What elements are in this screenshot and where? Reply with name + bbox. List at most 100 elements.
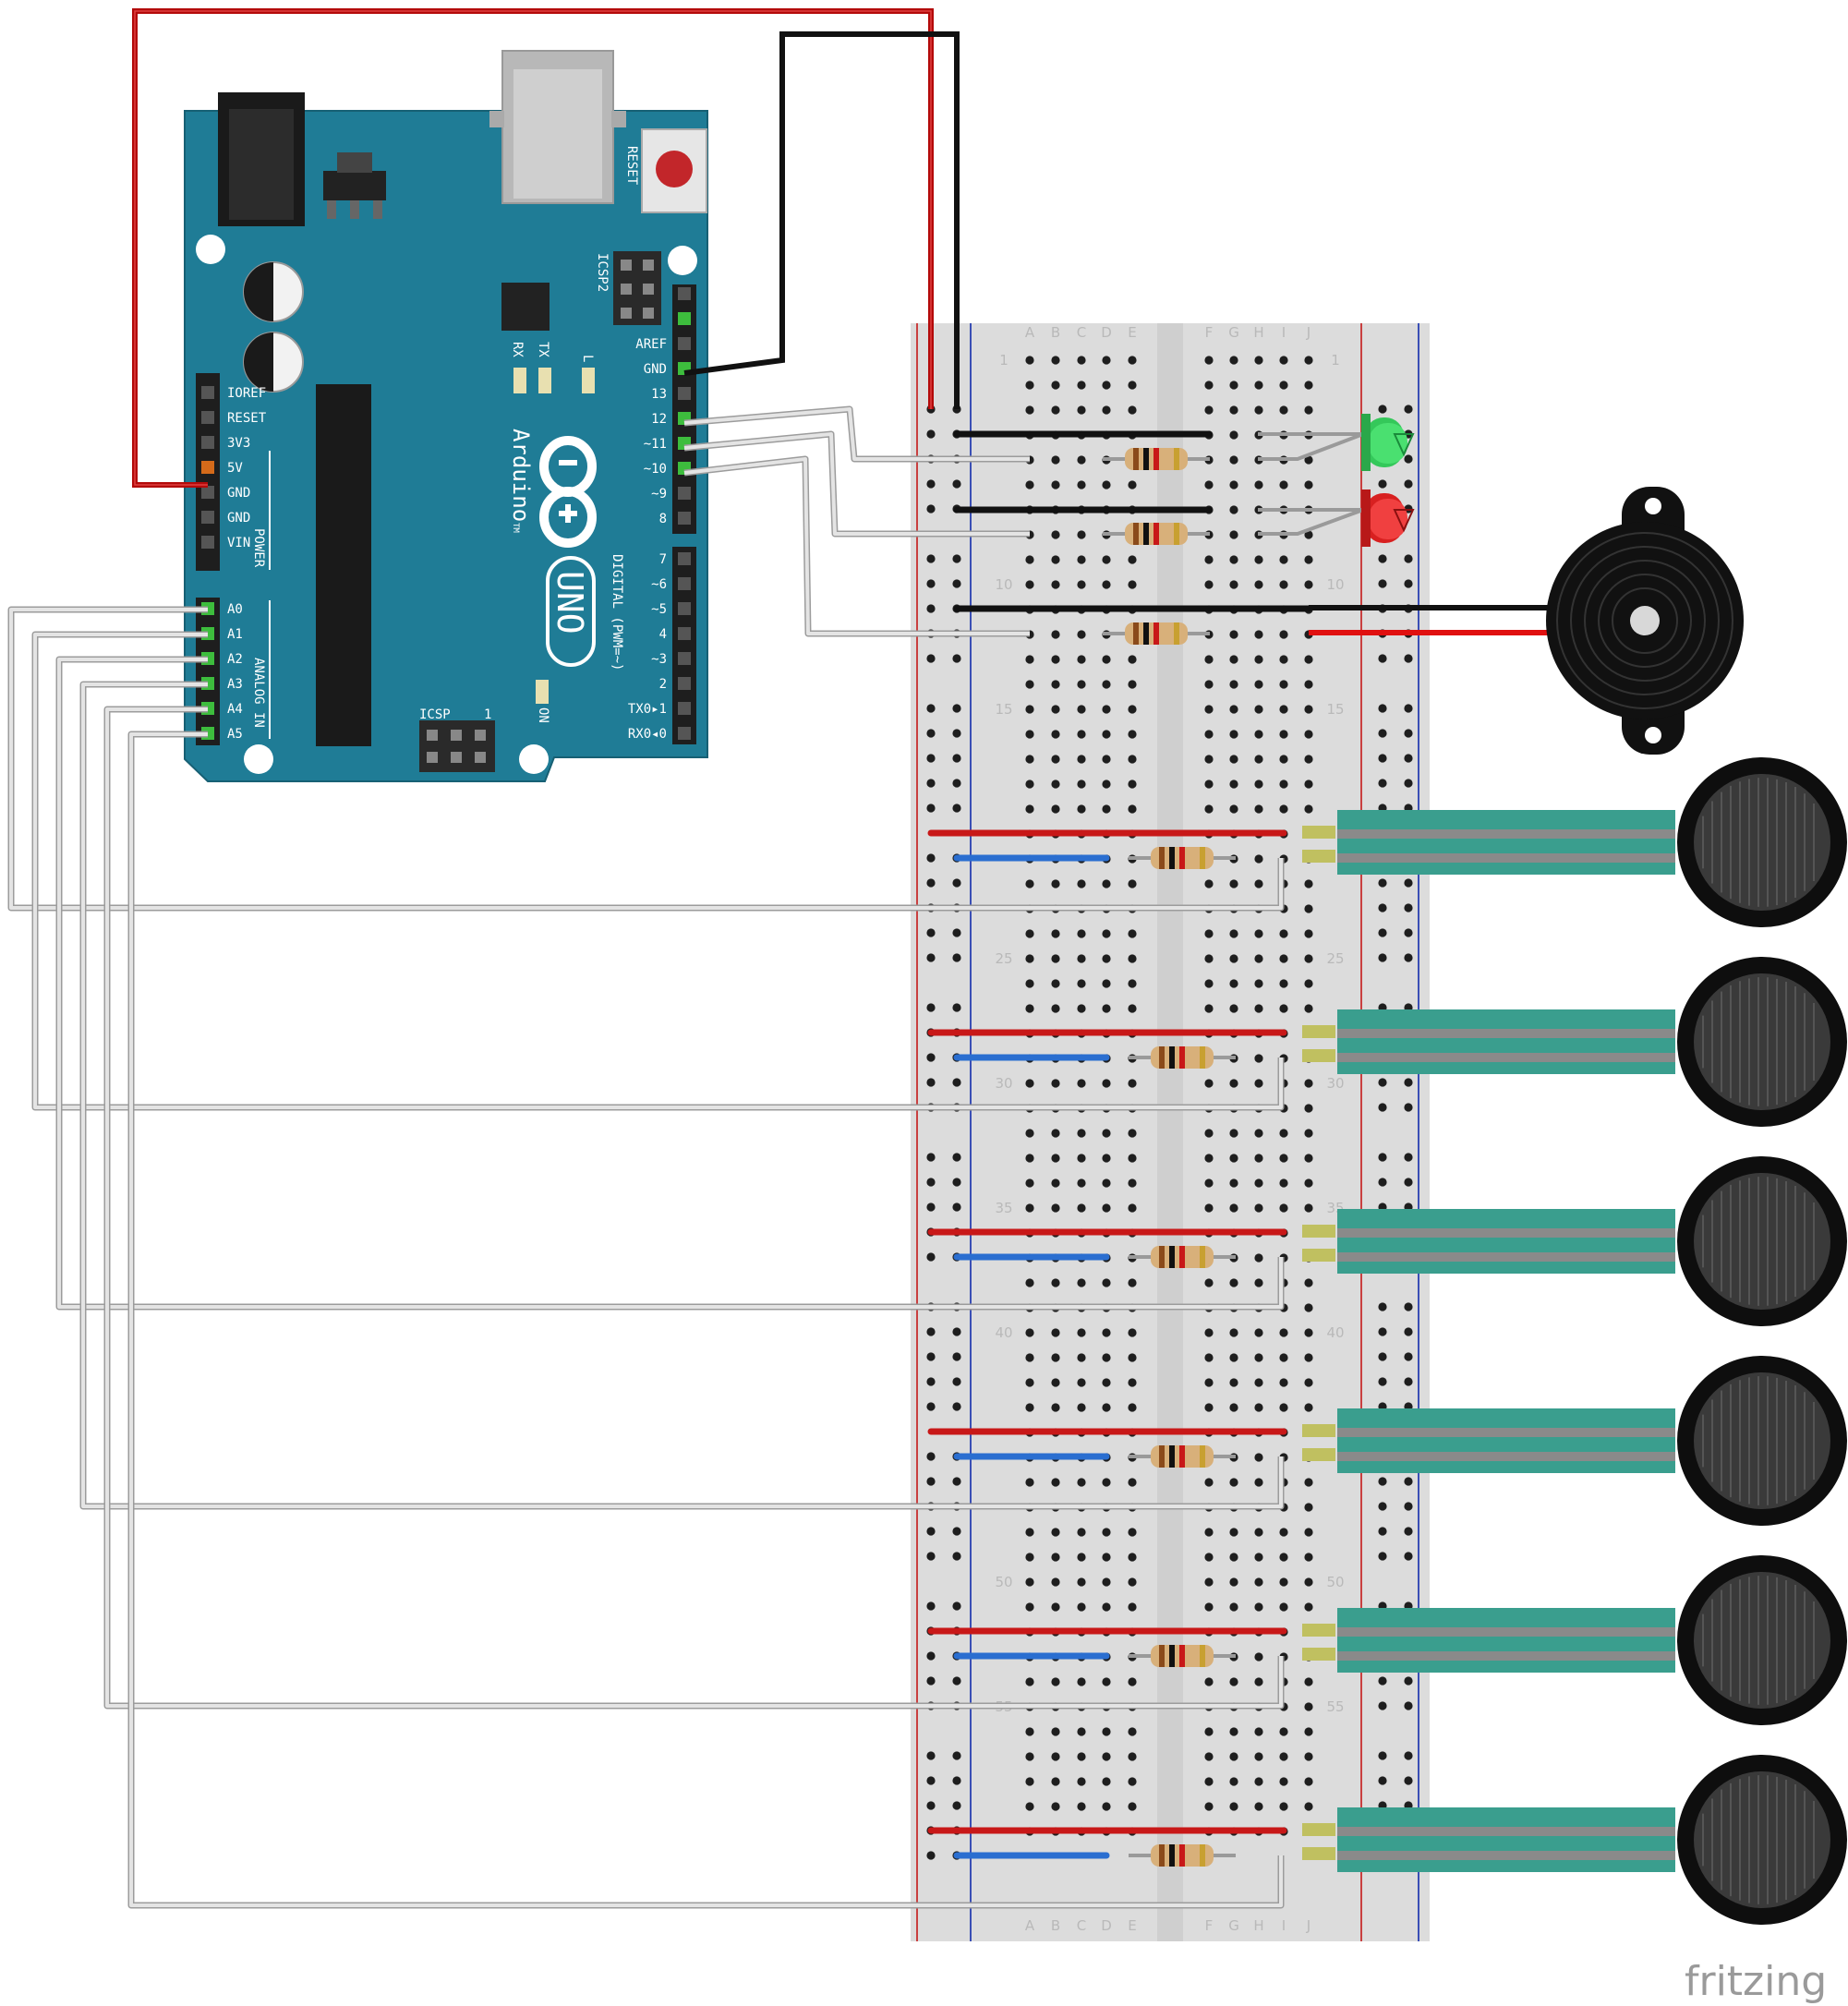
signal-wire-core (33, 633, 1283, 1109)
breadboard-hole (1102, 705, 1111, 714)
rail-hole (1378, 1527, 1387, 1536)
fritzing-logo-text: fritzing (1685, 1958, 1827, 2005)
row-label: 1 (999, 352, 1009, 369)
resistor-band (1159, 1645, 1165, 1667)
breadboard-hole (1279, 1403, 1288, 1412)
column-label: B (1051, 324, 1060, 341)
breadboard-hole (1128, 954, 1137, 963)
breadboard-hole (1077, 530, 1086, 539)
breadboard-hole (1229, 755, 1238, 764)
breadboard-hole (1128, 1677, 1137, 1686)
fsr-tail (1337, 1209, 1675, 1274)
breadboard-hole (1254, 1353, 1263, 1362)
breadboard-hole (1254, 730, 1263, 739)
breadboard-hole (1304, 530, 1313, 539)
column-label: G (1228, 1917, 1239, 1934)
breadboard-hole (1102, 381, 1111, 390)
resistor-band (1143, 523, 1149, 545)
column-label: A (1025, 324, 1035, 341)
breadboard-hole (1279, 580, 1288, 589)
breadboard-hole (1025, 1777, 1034, 1786)
breadboard-hole (1102, 580, 1111, 589)
breadboard-hole (1051, 1129, 1060, 1138)
breadboard-hole (1077, 1378, 1086, 1387)
breadboard-hole (1051, 655, 1060, 664)
breadboard-hole (1204, 381, 1214, 390)
breadboard-hole (1304, 954, 1313, 963)
breadboard-hole (1254, 1154, 1263, 1163)
breadboard-hole (1254, 655, 1263, 664)
resistor-band (1133, 448, 1139, 470)
breadboard-hole (1229, 580, 1238, 589)
breadboard-hole (1304, 1004, 1313, 1013)
breadboard-hole (1025, 655, 1034, 664)
breadboard-hole (1102, 804, 1111, 814)
fsr-trace (1337, 1651, 1675, 1661)
fsr-sensing-area (1694, 774, 1830, 911)
signal-wire-core (683, 457, 1030, 635)
breadboard-hole (1304, 1727, 1313, 1736)
breadboard-hole (1051, 1353, 1060, 1362)
rail-hole (1378, 729, 1387, 738)
digital-pin (678, 677, 691, 690)
breadboard-hole (1204, 680, 1214, 689)
rail-hole (952, 579, 961, 588)
resistor-band (1174, 523, 1179, 545)
breadboard-hole (1102, 779, 1111, 789)
breadboard-hole (1229, 1328, 1238, 1337)
breadboard-hole (1229, 630, 1238, 639)
fsr-lead (1302, 826, 1335, 839)
on-led (536, 680, 549, 704)
digital-pin (678, 627, 691, 640)
breadboard-hole (1204, 1004, 1214, 1013)
breadboard-hole (1204, 1129, 1214, 1138)
rail-hole (926, 1452, 936, 1461)
resistor-band (1159, 1445, 1165, 1468)
rail-hole (1378, 779, 1387, 788)
signal-wire-core (683, 432, 1030, 536)
breadboard-hole (1229, 1752, 1238, 1761)
column-label: C (1077, 1917, 1086, 1934)
rail-hole (926, 1178, 936, 1187)
fsr-trace (1337, 1029, 1675, 1038)
breadboard-hole (1204, 1154, 1214, 1163)
arduino-brand-text: Arduino (508, 429, 534, 522)
fsr-lead (1302, 1225, 1335, 1238)
fsr-sensing-area (1694, 1771, 1830, 1908)
column-label: E (1128, 1917, 1136, 1934)
breadboard-hole (1025, 1403, 1034, 1412)
breadboard-hole (1102, 1528, 1111, 1537)
rail-hole (1378, 405, 1387, 414)
resistor-band (1169, 1645, 1175, 1667)
rail-hole (926, 1776, 936, 1785)
breadboard-hole (1304, 730, 1313, 739)
row-label: 15 (1326, 701, 1344, 718)
mounting-hole (668, 246, 697, 275)
breadboard-hole (1077, 455, 1086, 465)
fsr-sensing-area (1694, 1372, 1830, 1509)
breadboard-hole (1254, 580, 1263, 589)
power-pin-label: GND (227, 486, 250, 501)
uno-model-text: UNO (550, 571, 590, 634)
breadboard-hole (1204, 1079, 1214, 1088)
breadboard-hole (1025, 405, 1034, 415)
breadboard-hole (1229, 804, 1238, 814)
breadboard-hole (1229, 1079, 1238, 1088)
breadboard-hole (1128, 705, 1137, 714)
breadboard-hole (1254, 1253, 1263, 1263)
breadboard-hole (1128, 555, 1137, 564)
breadboard-hole (1304, 1378, 1313, 1387)
breadboard-hole (1204, 1553, 1214, 1562)
breadboard-hole (1102, 1577, 1111, 1587)
breadboard-hole (1025, 879, 1034, 888)
fsr-sensor (1302, 1356, 1847, 1526)
rail-hole (926, 1352, 936, 1361)
breadboard-hole (1254, 1403, 1263, 1412)
digital-pin-label: ~5 (651, 602, 667, 617)
rail-hole (952, 1352, 961, 1361)
rail-hole (926, 779, 936, 788)
fsr-sensor (1302, 1156, 1847, 1326)
reset-button-cap[interactable] (656, 151, 693, 187)
resistor (1129, 1046, 1236, 1069)
breadboard-hole (1051, 1154, 1060, 1163)
